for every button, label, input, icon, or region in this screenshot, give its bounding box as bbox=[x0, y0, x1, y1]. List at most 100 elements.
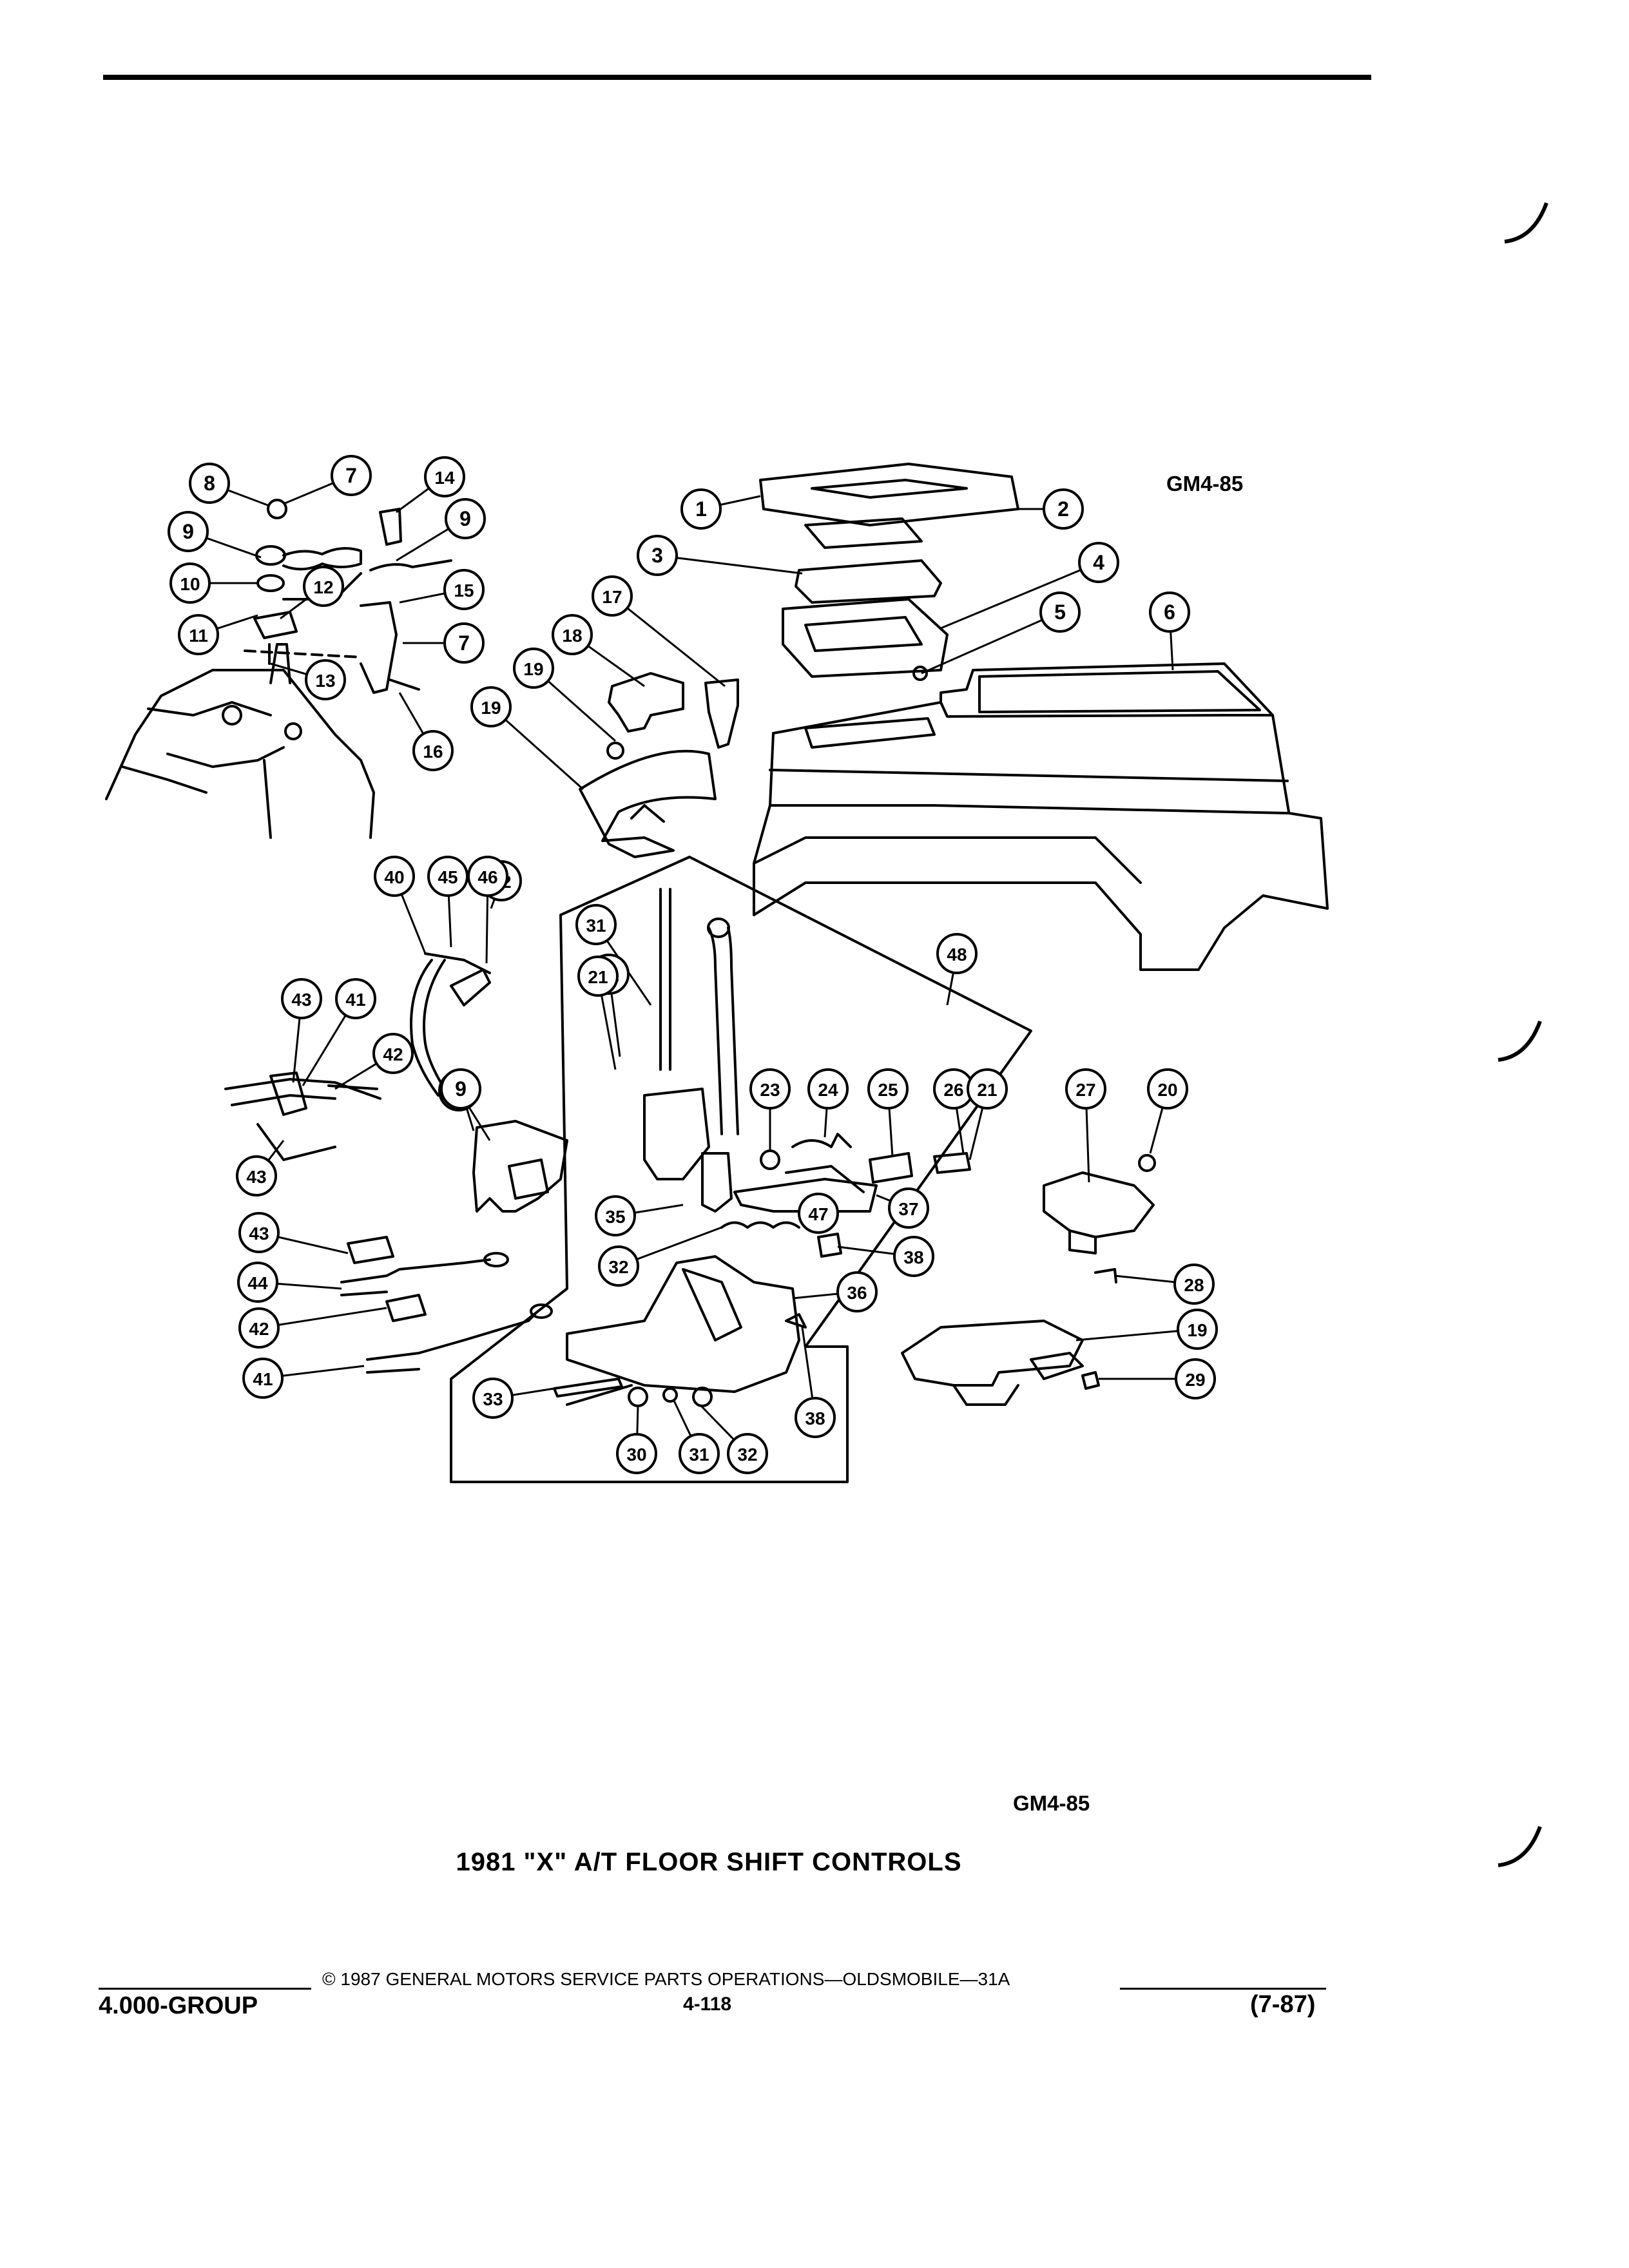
callout-number: 43 bbox=[246, 1167, 266, 1187]
footer-group: 4.000-GROUP bbox=[99, 1992, 258, 2019]
callout-number: 42 bbox=[249, 1319, 269, 1339]
callout-number: 14 bbox=[434, 468, 455, 488]
callout-number: 41 bbox=[253, 1369, 273, 1389]
callout-bubble bbox=[936, 933, 978, 974]
callout-number: 15 bbox=[454, 581, 474, 601]
callout-number: 10 bbox=[180, 574, 200, 594]
callout-bubble bbox=[967, 1068, 1008, 1110]
callout-leader bbox=[921, 611, 1061, 675]
callout-number: 20 bbox=[1157, 1080, 1177, 1100]
callout-bubble bbox=[1173, 1264, 1215, 1305]
callout-bubble bbox=[303, 566, 344, 607]
callout-bubble bbox=[798, 1193, 839, 1234]
footer-page-number: 4-118 bbox=[683, 1994, 732, 2015]
callout-number: 6 bbox=[1164, 601, 1175, 624]
callout-number: 19 bbox=[523, 659, 543, 679]
callout-number: 11 bbox=[189, 626, 208, 646]
callout-bubble bbox=[237, 1262, 278, 1303]
boot-cover bbox=[579, 749, 717, 858]
callout-bubble bbox=[637, 535, 678, 576]
callout-number: 45 bbox=[438, 867, 458, 887]
callout-bubble bbox=[1175, 1358, 1216, 1399]
console-housing bbox=[753, 662, 1329, 971]
callout-number: 9 bbox=[459, 507, 471, 530]
shift-lever bbox=[643, 888, 739, 1213]
callout-number: 27 bbox=[1075, 1080, 1095, 1100]
callout-bubble bbox=[424, 456, 465, 497]
callout-number: 13 bbox=[315, 671, 335, 691]
callout-number: 1 bbox=[695, 497, 707, 521]
callout-number: 37 bbox=[898, 1199, 918, 1219]
callout-number: 7 bbox=[345, 464, 357, 487]
callout-number: 4 bbox=[1093, 551, 1104, 574]
callout-bubble bbox=[189, 463, 230, 504]
callout-bubble bbox=[575, 904, 617, 945]
callout-bubble bbox=[513, 648, 554, 689]
callout-number: 12 bbox=[313, 577, 333, 597]
detent-parts bbox=[566, 1133, 971, 1406]
callout-number: 9 bbox=[455, 1077, 467, 1100]
callout-number: 8 bbox=[204, 472, 215, 495]
callout-bubble bbox=[592, 575, 633, 617]
footer-date: (7-87) bbox=[1250, 1991, 1316, 2018]
callout-number: 40 bbox=[384, 867, 404, 887]
callout-bubble bbox=[680, 488, 722, 530]
callout-number: 19 bbox=[1187, 1320, 1207, 1340]
callout-number: 48 bbox=[947, 945, 967, 965]
callout-number: 7 bbox=[458, 631, 470, 655]
binding-mark-2 bbox=[1498, 1020, 1542, 1062]
callout-bubble bbox=[598, 1245, 639, 1287]
callout-number: 21 bbox=[977, 1080, 997, 1100]
callout-number: 36 bbox=[847, 1283, 867, 1303]
callout-bubble bbox=[1147, 1068, 1188, 1110]
callout-number: 42 bbox=[383, 1044, 403, 1064]
callout-bubble bbox=[238, 1212, 280, 1253]
callout-number: 38 bbox=[805, 1408, 825, 1428]
callout-number: 16 bbox=[423, 742, 443, 762]
callout-bubble bbox=[472, 1378, 514, 1419]
callout-number: 32 bbox=[608, 1257, 628, 1277]
lower-cables bbox=[340, 1236, 553, 1374]
callout-bubble bbox=[335, 978, 376, 1019]
callout-number: 44 bbox=[247, 1273, 268, 1293]
binding-mark-1 bbox=[1504, 202, 1548, 244]
callout-leader bbox=[657, 554, 803, 575]
callout-bubble bbox=[795, 1397, 836, 1438]
callout-bubble bbox=[1078, 542, 1119, 583]
callout-number: 17 bbox=[602, 587, 622, 607]
callout-number: 31 bbox=[586, 916, 606, 936]
callout-leader bbox=[940, 561, 1099, 629]
knob-and-plate bbox=[606, 672, 739, 760]
binding-mark-3 bbox=[1498, 1825, 1542, 1867]
callout-number: 18 bbox=[562, 626, 582, 646]
callout-bubble bbox=[238, 1307, 280, 1349]
callout-bubble bbox=[281, 978, 322, 1019]
callout-bubble bbox=[577, 956, 619, 997]
callout-number: 9 bbox=[182, 520, 194, 543]
callout-bubble bbox=[867, 1068, 909, 1110]
callout-bubble bbox=[445, 498, 486, 539]
callout-number: 38 bbox=[903, 1247, 923, 1267]
callout-bubble bbox=[749, 1068, 791, 1110]
callout-bubble bbox=[374, 856, 415, 897]
callout-number: 43 bbox=[291, 990, 311, 1010]
callout-bubble bbox=[331, 455, 372, 496]
callout-number: 41 bbox=[345, 990, 365, 1010]
callout-bubble bbox=[242, 1358, 284, 1399]
callout-bubble bbox=[440, 1068, 481, 1110]
callout-number: 21 bbox=[588, 967, 608, 987]
callout-number: 19 bbox=[481, 698, 501, 718]
shifter-assembly-boundary bbox=[450, 856, 1032, 1483]
callout-bubble bbox=[595, 1195, 636, 1236]
transmission-housing bbox=[105, 643, 375, 839]
callout-bubble bbox=[616, 1433, 657, 1474]
callout-bubble bbox=[168, 511, 209, 552]
callout-bubble bbox=[1039, 591, 1081, 633]
callout-number: 26 bbox=[943, 1080, 963, 1100]
callout-bubble bbox=[412, 730, 454, 771]
callout-number: 30 bbox=[626, 1445, 646, 1465]
callout-bubble bbox=[443, 622, 485, 664]
callout-number: 24 bbox=[818, 1080, 838, 1100]
callout-bubble bbox=[836, 1271, 878, 1312]
